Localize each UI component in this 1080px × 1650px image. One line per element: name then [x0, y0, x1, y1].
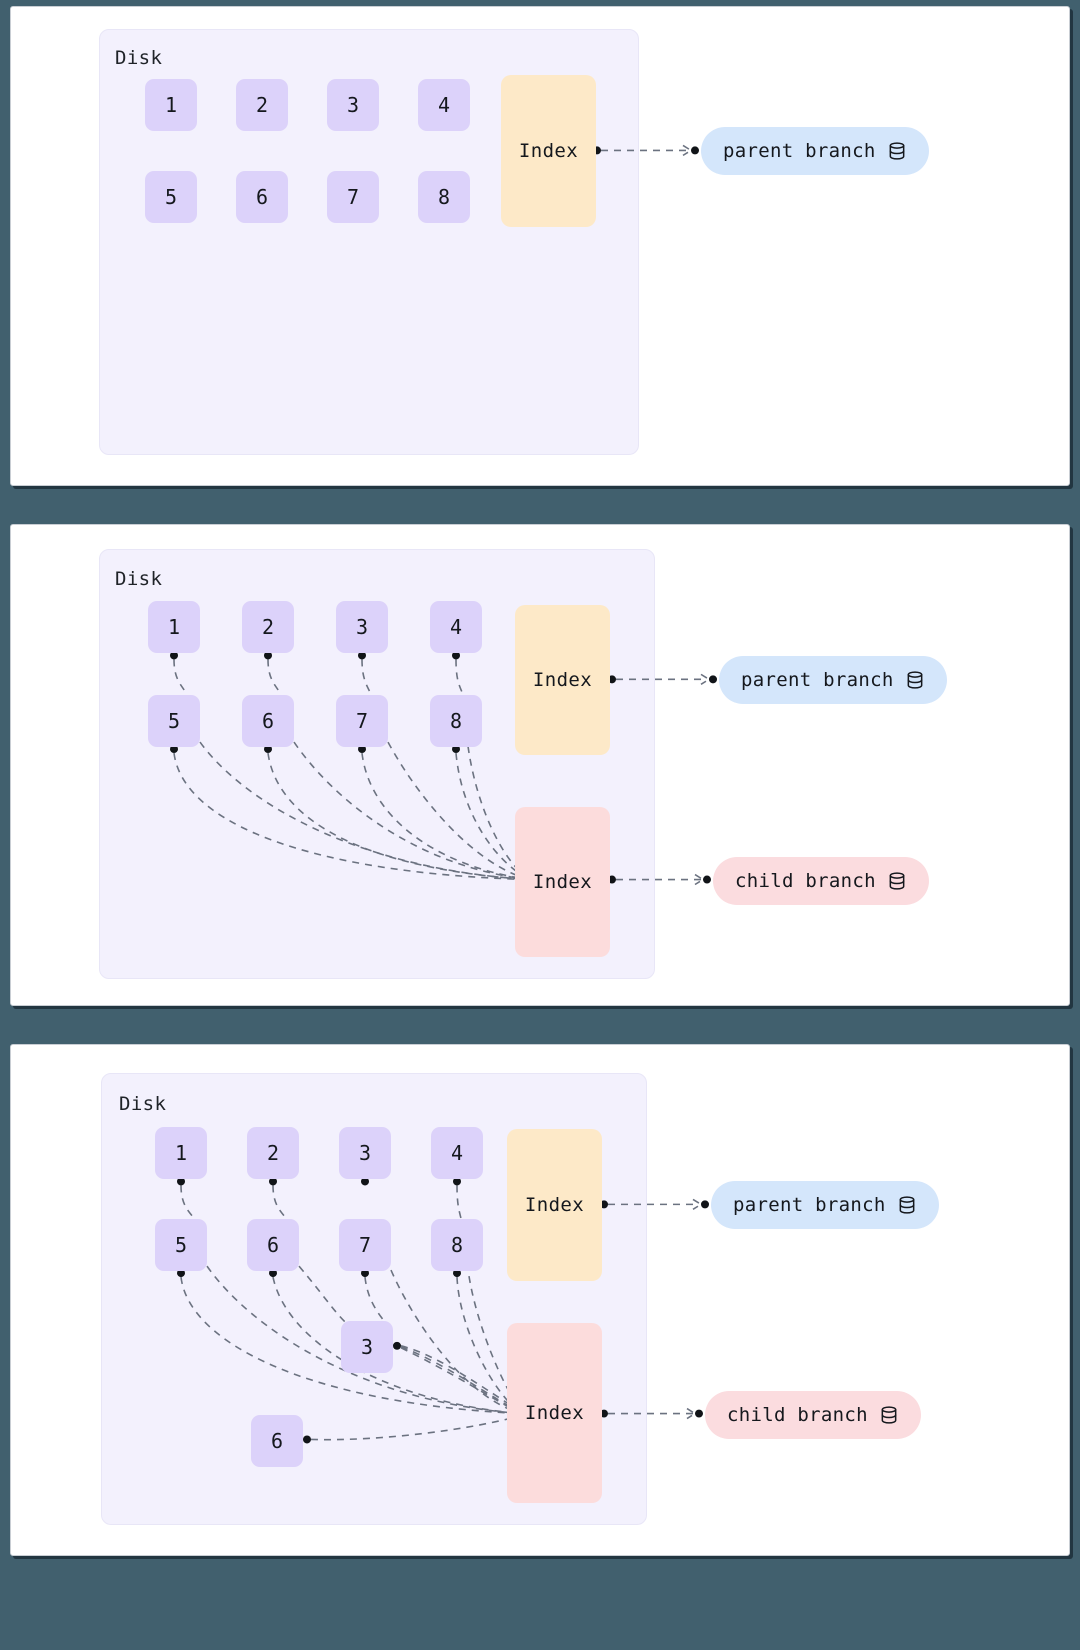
page-node-3[interactable]: 3: [339, 1127, 391, 1179]
parent-branch-badge[interactable]: parent branch: [719, 656, 947, 704]
page-node-5[interactable]: 5: [148, 695, 200, 747]
page-node-6[interactable]: 6: [247, 1219, 299, 1271]
page-node-5[interactable]: 5: [155, 1219, 207, 1271]
database-icon: [887, 871, 907, 891]
page-node-8[interactable]: 8: [430, 695, 482, 747]
page-node-2[interactable]: 2: [242, 601, 294, 653]
page-node-5[interactable]: 5: [145, 171, 197, 223]
page-node-copy-3[interactable]: 3: [341, 1321, 393, 1373]
page-node-6[interactable]: 6: [236, 171, 288, 223]
disk-label: Disk: [115, 47, 163, 69]
panel-2-stage: Disk 1 2 3 4 5 6 7 8 Index Index: [11, 525, 1069, 1005]
parent-branch-label: parent branch: [723, 140, 876, 162]
page-node-1[interactable]: 1: [148, 601, 200, 653]
page-node-2[interactable]: 2: [236, 79, 288, 131]
page-node-6[interactable]: 6: [242, 695, 294, 747]
child-index-box[interactable]: Index: [507, 1323, 602, 1503]
page-node-3[interactable]: 3: [327, 79, 379, 131]
page-node-8[interactable]: 8: [431, 1219, 483, 1271]
page-node-copy-6[interactable]: 6: [251, 1415, 303, 1467]
database-icon: [879, 1405, 899, 1425]
page-node-7[interactable]: 7: [327, 171, 379, 223]
page-node-8[interactable]: 8: [418, 171, 470, 223]
child-branch-badge[interactable]: child branch: [713, 857, 929, 905]
page-node-4[interactable]: 4: [418, 79, 470, 131]
parent-index-box[interactable]: Index: [515, 605, 610, 755]
parent-branch-label: parent branch: [741, 669, 894, 691]
parent-branch-badge[interactable]: parent branch: [711, 1181, 939, 1229]
panel-stage-3: Disk 1 2 3 4 5 6 7 8 3 6 Index Index: [10, 1044, 1070, 1556]
panel-3-stage: Disk 1 2 3 4 5 6 7 8 3 6 Index Index: [11, 1045, 1069, 1555]
child-branch-label: child branch: [735, 870, 876, 892]
parent-branch-badge[interactable]: parent branch: [701, 127, 929, 175]
page-node-3[interactable]: 3: [336, 601, 388, 653]
parent-branch-label: parent branch: [733, 1194, 886, 1216]
child-index-box[interactable]: Index: [515, 807, 610, 957]
disk-label: Disk: [119, 1093, 167, 1115]
page-node-7[interactable]: 7: [339, 1219, 391, 1271]
page-node-1[interactable]: 1: [155, 1127, 207, 1179]
page-node-1[interactable]: 1: [145, 79, 197, 131]
page-node-4[interactable]: 4: [430, 601, 482, 653]
child-branch-badge[interactable]: child branch: [705, 1391, 921, 1439]
database-icon: [905, 670, 925, 690]
parent-index-box[interactable]: Index: [507, 1129, 602, 1281]
database-icon: [897, 1195, 917, 1215]
panel-stage-2: Disk 1 2 3 4 5 6 7 8 Index Index: [10, 524, 1070, 1006]
disk-label: Disk: [115, 568, 163, 590]
page-node-4[interactable]: 4: [431, 1127, 483, 1179]
panel-1-stage: Disk 1 2 3 4 5 6 7 8 Index parent branch: [11, 7, 1069, 485]
parent-index-box[interactable]: Index: [501, 75, 596, 227]
database-icon: [887, 141, 907, 161]
child-branch-label: child branch: [727, 1404, 868, 1426]
edge-layer-3: [177, 1177, 709, 1444]
page-node-7[interactable]: 7: [336, 695, 388, 747]
panel-stage-1: Disk 1 2 3 4 5 6 7 8 Index parent branch: [10, 6, 1070, 486]
page-node-2[interactable]: 2: [247, 1127, 299, 1179]
